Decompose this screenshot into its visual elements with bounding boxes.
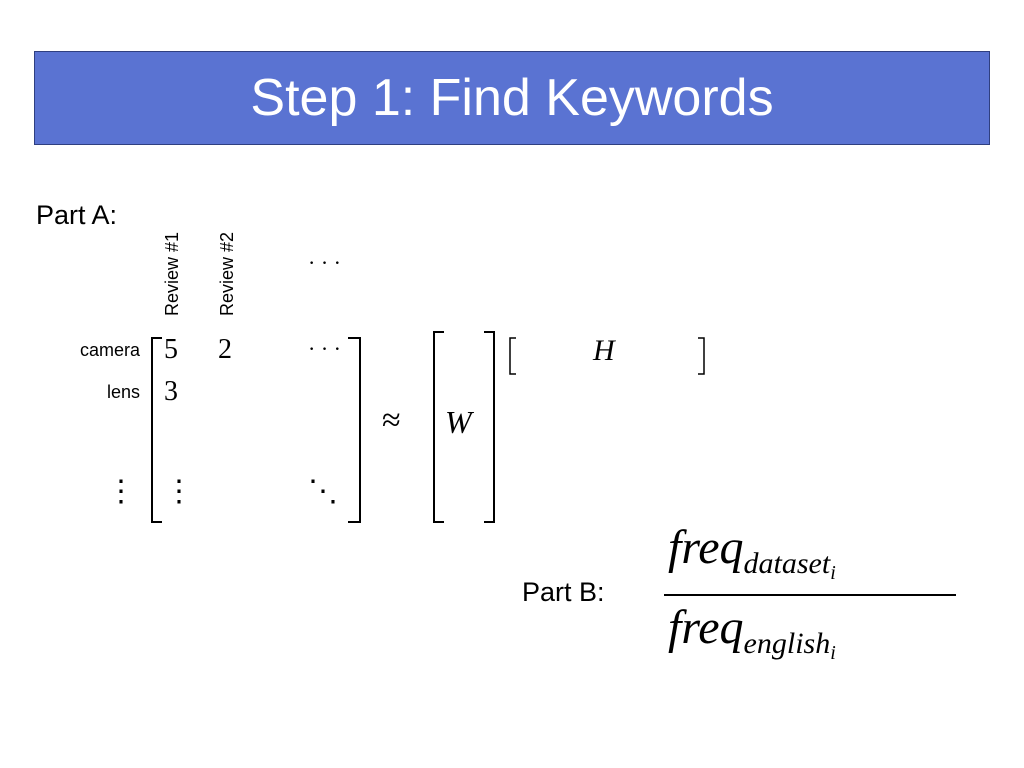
- denominator-subsubscript: i: [830, 642, 836, 664]
- title-bar: Step 1: Find Keywords: [34, 51, 990, 145]
- fraction-bar: [664, 594, 956, 596]
- w-matrix-left-bracket: [433, 331, 444, 523]
- part-a-label: Part A:: [36, 200, 118, 230]
- h-matrix-label: H: [593, 334, 615, 367]
- matrix-vdots: ⋮: [164, 475, 194, 508]
- matrix-row1-ellipsis: · · ·: [308, 336, 341, 361]
- data-matrix-right-bracket: [348, 337, 361, 523]
- matrix-entry-camera-review-2: 2: [218, 334, 232, 365]
- matrix-entry-lens-review-1: 3: [164, 376, 178, 407]
- denominator-subscript: english: [743, 627, 831, 660]
- w-matrix-label: W: [445, 404, 472, 440]
- denominator-base: freq: [668, 601, 744, 654]
- slide-title: Step 1: Find Keywords: [250, 69, 774, 127]
- w-matrix-right-bracket: [484, 331, 495, 523]
- h-matrix-right-bracket: [698, 337, 705, 375]
- row-label-lens: lens: [106, 382, 140, 402]
- matrix-entry-camera-review-1: 5: [164, 334, 178, 365]
- numerator-subsubscript: i: [830, 562, 836, 584]
- row-label-camera: camera: [79, 340, 140, 360]
- column-ellipsis: · · ·: [308, 250, 341, 275]
- numerator-base: freq: [668, 521, 744, 574]
- data-matrix-left-bracket: [151, 337, 162, 523]
- row-label-vdots: ⋮: [106, 475, 136, 508]
- matrix-ddots: ⋱: [308, 475, 338, 508]
- numerator-subscript: dataset: [743, 547, 831, 580]
- approx-symbol: ≈: [382, 402, 401, 439]
- part-b-label: Part B:: [522, 577, 605, 607]
- h-matrix-left-bracket: [509, 337, 516, 375]
- fraction-denominator: freqenglishi: [668, 600, 836, 664]
- fraction-numerator: freqdataseti: [668, 520, 836, 584]
